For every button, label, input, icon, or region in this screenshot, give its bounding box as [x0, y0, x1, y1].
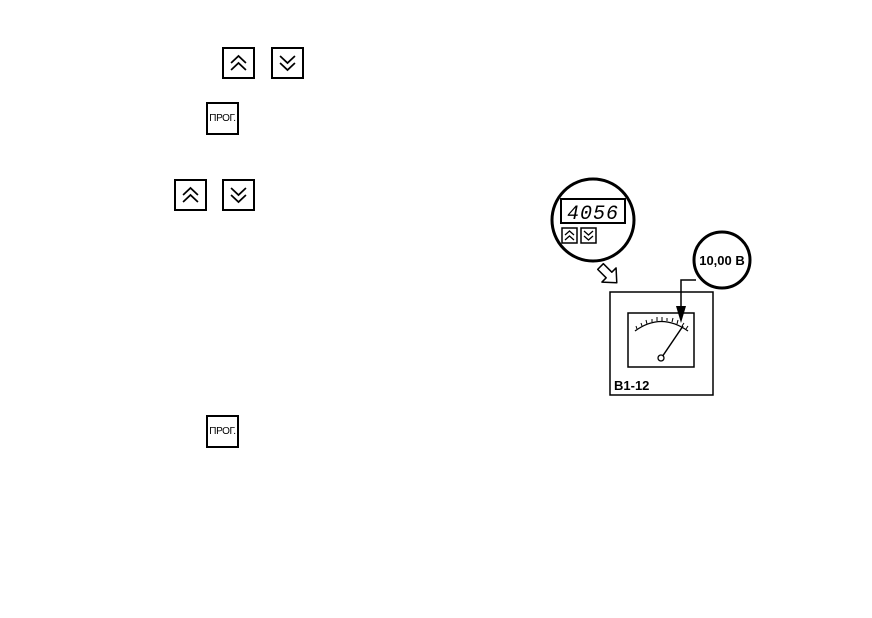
up-button-1[interactable]: [222, 47, 255, 79]
small-down-key: [580, 227, 597, 244]
double-chevron-up-icon: [182, 186, 199, 203]
prog-button-2[interactable]: ПРОГ.: [206, 415, 239, 448]
small-up-key: [561, 227, 578, 244]
down-button-1[interactable]: [271, 47, 304, 79]
voltage-value: 10,00 В: [699, 253, 745, 268]
display-window: [560, 198, 626, 224]
needle-pivot: [657, 354, 665, 362]
display-value: 4056: [567, 203, 619, 226]
prog-button-1[interactable]: ПРОГ.: [206, 102, 239, 135]
arrow-icon: [596, 262, 618, 284]
voltmeter: В1-12: [609, 291, 714, 396]
voltage-bubble: [692, 230, 752, 290]
double-chevron-up-icon: [564, 230, 575, 236]
voltmeter-needle: [661, 325, 684, 358]
double-chevron-down-icon: [279, 55, 296, 72]
display-magnifier: 4056: [550, 177, 636, 263]
double-chevron-down-icon: [583, 230, 594, 236]
voltmeter-scale: [634, 320, 689, 332]
up-button-2[interactable]: [174, 179, 207, 211]
double-chevron-down-icon: [230, 187, 247, 204]
voltmeter-label: В1-12: [614, 378, 649, 393]
voltage-callout: 10,00 В: [676, 230, 752, 323]
down-button-2[interactable]: [222, 179, 255, 211]
double-chevron-up-icon: [230, 54, 247, 71]
